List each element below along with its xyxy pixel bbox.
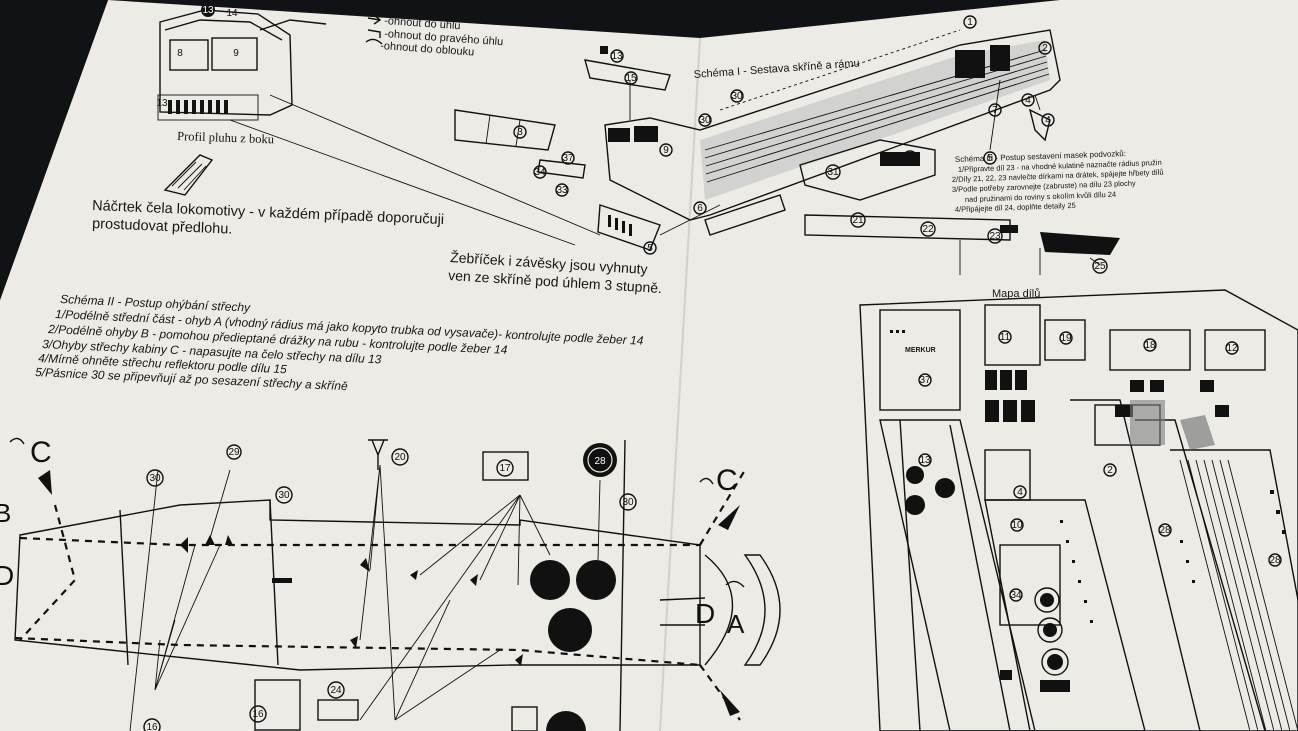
map-part-10: 10 <box>1011 520 1023 531</box>
roof-part-24: 24 <box>330 685 342 696</box>
map-part-18: 18 <box>1144 340 1156 351</box>
fold-letter-b-left: B <box>0 498 11 528</box>
bogie-part-22: 22 <box>922 224 934 235</box>
map-part-34: 34 <box>1010 590 1022 601</box>
s1-part-7: 7 <box>992 105 998 116</box>
s1-part-37: 37 <box>562 153 574 164</box>
plow-profile-label: Profil pluhu z boku <box>177 129 275 146</box>
s1-part-33: 33 <box>556 185 568 196</box>
roof-part-28: 28 <box>594 456 606 467</box>
map-part-11: 11 <box>1000 332 1011 343</box>
roof-part-30c: 30 <box>278 490 290 501</box>
roof-part-17: 17 <box>499 463 511 474</box>
cab-front-part-3: 13 <box>156 98 168 109</box>
s1-part-1: 1 <box>967 17 973 28</box>
s1-part-34: 34 <box>534 167 546 178</box>
s1-part-4b: 4 <box>1045 115 1051 126</box>
fold-letter-d-left: D <box>0 560 14 591</box>
s1-part-9: 9 <box>663 145 669 156</box>
roof-part-30a: 30 <box>149 473 161 484</box>
map-part-12: 12 <box>1226 343 1238 354</box>
scheme3-text: Schéma III - Postup sestavení masek podv… <box>952 149 1164 214</box>
cab-front-drawing: 13 14 13 8 9 <box>156 3 327 121</box>
fold-letter-c-left: C <box>30 436 52 469</box>
table-background <box>0 0 108 300</box>
bogie-part-23: 23 <box>989 231 1001 242</box>
s1-part-3: 3 <box>517 127 523 138</box>
front-sketch-line-2: prostudovat předlohu. <box>92 216 233 238</box>
cab-front-part-5: 9 <box>233 48 239 59</box>
bogie-part-24: 24 <box>1069 240 1081 251</box>
roof-part-30b: 30 <box>622 497 634 508</box>
bogie-part-21: 21 <box>852 215 864 226</box>
cab-front-part-1: 13 <box>202 5 214 16</box>
map-part-4: 4 <box>1017 487 1023 498</box>
fold-letter-c-right: C <box>716 464 738 497</box>
s1-part-4a: 4 <box>1025 95 1031 106</box>
roof-bending-diagram: 30 29 20 17 28 30 30 16 24 16 C B D C D … <box>0 436 781 731</box>
bogie-part-31: 31 <box>827 167 839 178</box>
roof-part-16b: 16 <box>146 722 158 731</box>
s1-part-5a: 5 <box>647 243 653 254</box>
cab-front-part-4: 8 <box>177 48 183 59</box>
plow-profile-drawing <box>163 154 214 196</box>
roof-part-20: 20 <box>394 452 406 463</box>
s1-part-15: 15 <box>625 73 637 84</box>
scheme1-assembly-drawing: 13 15 3 37 34 33 5 30 30 1 2 6 7 4 4 5 9 <box>229 15 1061 255</box>
scheme3-bogie-drawing: 31 32 21 22 23 24 25 <box>799 139 1120 275</box>
fold-line <box>659 37 701 731</box>
fret-brand-label: MERKUR <box>905 347 936 354</box>
s1-part-30b: 30 <box>699 115 711 126</box>
s1-part-30a: 30 <box>731 91 743 102</box>
map-part-28b: 28 <box>1269 555 1281 566</box>
scheme3-step-4: 4/Připájejte díl 24, doplňte detaily 25 <box>955 201 1076 214</box>
bogie-part-25: 25 <box>1094 261 1106 272</box>
parts-map-title: Mapa dílů <box>992 288 1040 300</box>
s1-part-2: 2 <box>1042 43 1048 54</box>
cab-front-part-2: 14 <box>226 8 238 19</box>
s1-part-13: 13 <box>611 51 623 62</box>
s1-part-6: 6 <box>697 203 703 214</box>
roof-part-16a: 16 <box>252 709 264 720</box>
s1-part-5b: 5 <box>987 153 993 164</box>
map-part-13: 13 <box>919 455 931 466</box>
map-part-19: 19 <box>1060 333 1072 344</box>
parts-map-fret: MERKUR 37 11 10 19 18 12 2 34 28 28 4 13 <box>859 289 1298 731</box>
map-part-28a: 28 <box>1159 525 1171 536</box>
roof-part-29: 29 <box>228 447 240 458</box>
map-part-37: 37 <box>919 375 931 386</box>
legend-bend-angle: -ohnout do úhlu <box>384 15 461 32</box>
map-part-2: 2 <box>1107 465 1113 476</box>
bogie-part-32: 32 <box>904 153 916 164</box>
fold-letter-a-right: A <box>727 609 745 639</box>
fold-letter-d-right: D <box>695 598 715 629</box>
